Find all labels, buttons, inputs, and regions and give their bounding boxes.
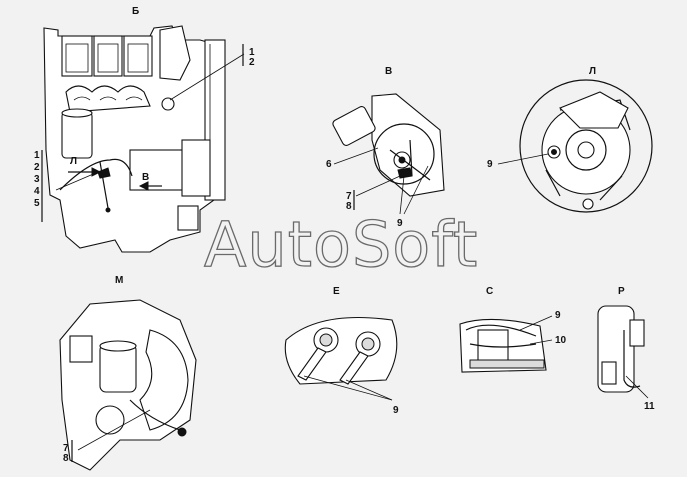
wiring-harness <box>59 158 133 191</box>
arrow-v-head <box>138 181 149 191</box>
m-cable <box>129 399 181 431</box>
s-base <box>469 359 545 369</box>
regulator-block <box>559 91 629 129</box>
e-plug-1-core <box>319 333 333 347</box>
oil-filter <box>61 111 93 159</box>
leader-7-8 <box>355 175 401 197</box>
callout-9-l: 9 <box>487 159 493 170</box>
leader-9-l <box>497 153 549 165</box>
window-inner-2 <box>97 43 119 73</box>
m-pipe <box>139 329 189 431</box>
exhaust-manifold <box>65 85 151 113</box>
mount-eye <box>582 198 594 210</box>
pulley-ring <box>373 123 435 185</box>
callout-2-left: 2 <box>34 162 40 173</box>
leader-9-e-a <box>303 375 393 401</box>
callout-9-v: 9 <box>397 218 403 229</box>
s-cable-10 <box>469 343 537 348</box>
callout-1-left: 1 <box>34 150 40 161</box>
arrow-l-head <box>91 167 102 177</box>
leader-9-e-b <box>345 379 393 401</box>
terminal-l-nut <box>551 149 557 155</box>
generator-shaft <box>577 141 595 159</box>
r-terminal-block <box>629 319 645 347</box>
leader-6 <box>333 147 379 165</box>
m-bracket <box>69 335 93 363</box>
arrow-v-label: В <box>142 172 149 183</box>
e-plug-2-core <box>361 337 375 351</box>
callout-11: 11 <box>644 401 655 412</box>
connector-v <box>397 167 413 179</box>
leader-9-s <box>519 315 553 331</box>
cylinder-head-window-1 <box>61 35 93 77</box>
r-cable <box>623 330 641 388</box>
view-e: Е 9 <box>284 286 399 416</box>
view-s-title: С <box>486 286 493 297</box>
callout-6: 6 <box>326 159 332 170</box>
e-lead-1 <box>297 347 327 381</box>
wire-drop <box>99 161 109 209</box>
m-connector <box>177 427 187 437</box>
view-v-title: В <box>385 66 392 77</box>
starter-motor <box>332 106 376 146</box>
m-filter-cap <box>99 340 137 352</box>
leader-b-upper <box>169 53 245 101</box>
callout-3: 3 <box>34 174 40 185</box>
callout-9-e: 9 <box>393 405 399 416</box>
view-r: Р 11 <box>597 286 655 412</box>
callout-7: 7 <box>346 191 352 202</box>
window-inner-1 <box>65 43 89 73</box>
starter-end <box>181 139 211 197</box>
callout-1: 1 <box>249 47 255 58</box>
cylinder-head-window-2 <box>93 35 123 77</box>
bolt-head <box>161 97 175 111</box>
leader-9a <box>399 175 405 215</box>
callout-5: 5 <box>34 198 40 209</box>
callout-7-m: 7 <box>63 443 69 454</box>
callout-8-m: 8 <box>63 453 69 464</box>
callout-9-s: 9 <box>555 310 561 321</box>
leader-7-8-m <box>77 409 151 451</box>
generator-rim <box>519 79 653 213</box>
thermostat-housing <box>159 25 191 81</box>
callout-4: 4 <box>34 186 40 197</box>
connector <box>97 167 111 179</box>
view-e-title: Е <box>333 286 340 297</box>
leader-9b <box>403 165 429 215</box>
cylinder-head-window-3 <box>123 35 153 77</box>
watermark-logo: AutoSoft <box>204 208 478 281</box>
generator-hub <box>565 129 607 171</box>
leader-11 <box>625 375 649 399</box>
callout-8: 8 <box>346 201 352 212</box>
callout-2-top: 2 <box>249 57 255 68</box>
view-v: В 6 7 8 9 <box>326 66 445 229</box>
r-plug <box>601 361 617 385</box>
view-l-title: Л <box>589 66 596 77</box>
e-lead-2 <box>339 351 369 385</box>
arrow-l-label: Л <box>70 156 77 167</box>
m-pulley <box>95 405 125 435</box>
manifold-ribs <box>73 96 143 101</box>
view-r-title: Р <box>618 286 625 297</box>
s-cable-9 <box>465 324 537 337</box>
view-l: Л 9 <box>487 66 653 213</box>
view-m-title: М <box>115 275 123 286</box>
view-m: М 7 8 <box>59 275 197 471</box>
wire-terminal <box>105 207 111 213</box>
window-inner-3 <box>127 43 149 73</box>
engine-block <box>43 25 215 253</box>
view-b: Б 1 2 1 <box>34 6 255 253</box>
bracket <box>177 205 199 231</box>
view-s: С 9 10 <box>459 286 567 373</box>
leader-10-s <box>529 339 553 345</box>
oil-filter-cap <box>61 108 93 118</box>
view-b-title: Б <box>132 6 139 17</box>
starter-box <box>129 149 185 191</box>
leader-b-lower <box>55 171 99 191</box>
callout-10-s: 10 <box>555 335 567 346</box>
